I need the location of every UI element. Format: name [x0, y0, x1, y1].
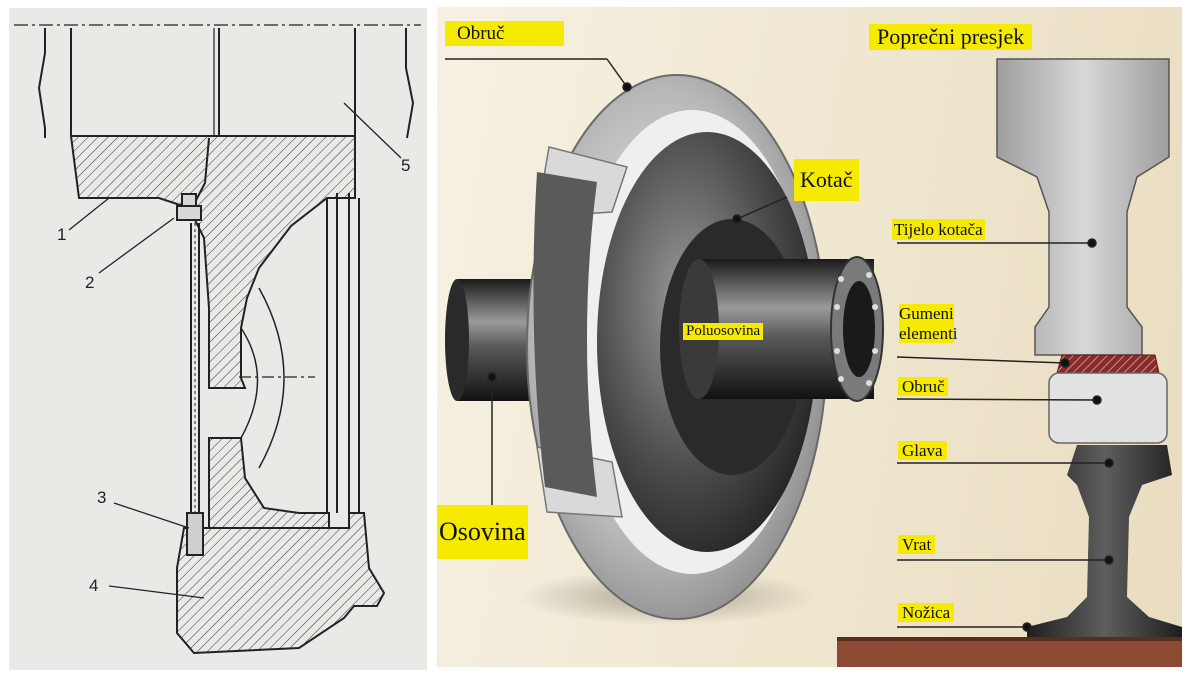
callout-4: 4: [89, 576, 98, 595]
label-vrat: Vrat: [898, 535, 936, 554]
label-gumeni-elementi: Gumeni elementi: [899, 304, 989, 344]
label-kotac: Kotač: [794, 159, 859, 201]
callout-5: 5: [401, 156, 410, 175]
callout-2: 2: [85, 273, 94, 292]
ground-strip: [837, 637, 1182, 667]
section-drawing-svg: 1 2 3 4 5: [14, 24, 421, 655]
label-osovina: Osovina: [437, 505, 528, 559]
label-tijelo-kotaca: Tijelo kotača: [892, 219, 985, 240]
technical-section-drawing: 1 2 3 4 5: [9, 8, 427, 670]
wheel-rim-section: [176, 512, 386, 655]
label-poluosovina: Poluosovina: [683, 323, 764, 340]
label-obruc-section: Obruč: [898, 377, 949, 396]
label-obruc-top: Obruč: [445, 21, 565, 46]
label-poprecni-presjek: Poprečni presjek: [869, 24, 1033, 50]
callout-3: 3: [97, 488, 106, 507]
cross-section: [996, 58, 1182, 643]
rail-profile: [1027, 445, 1182, 643]
callout-1: 1: [57, 225, 66, 244]
wheel-illustration-svg: [445, 58, 1182, 667]
wheel-illustration: Obruč Poprečni presjek Kotač Poluosovina…: [437, 7, 1182, 667]
label-nozica: Nožica: [898, 603, 955, 622]
label-glava: Glava: [898, 441, 947, 460]
